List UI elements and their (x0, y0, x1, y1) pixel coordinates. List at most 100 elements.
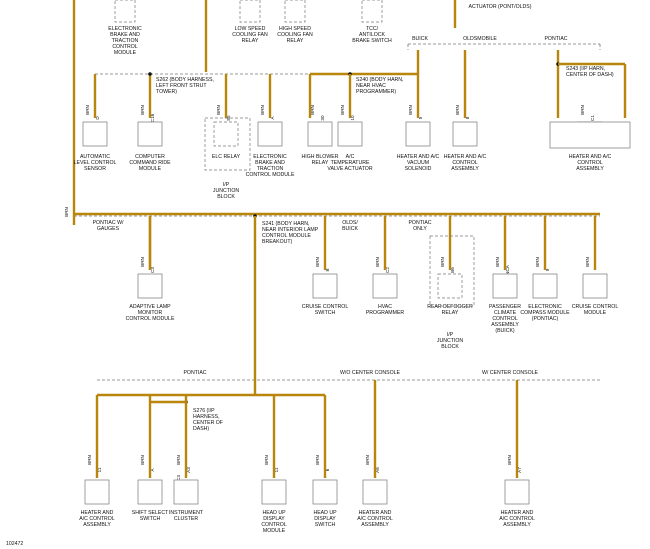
row1-wire-color-0: BRN (85, 105, 90, 115)
s243-label: S243 (I/P HARN,CENTER OF DASH) (566, 66, 614, 78)
row1-pin-0: D (95, 116, 100, 120)
variant-buick-label: BUICK (412, 36, 428, 42)
row1-component-label-2: ELC RELAY (212, 154, 241, 160)
top-component-box-2 (284, 0, 306, 23)
row2-wire-color-4: BRN (495, 257, 500, 267)
row1-component-box-2 (213, 121, 239, 147)
row2-wire-color-0: BRN (140, 257, 145, 267)
row1-component-box-3 (257, 121, 283, 147)
row3-wire-color-4: BRN (315, 455, 320, 465)
row2-pin-5: 9 (545, 268, 550, 271)
row2-component-box-1 (312, 273, 338, 299)
row1-wire-color-5: BRN (340, 105, 345, 115)
top-component-box-3 (361, 0, 383, 23)
row3-terminal-2: C3 (176, 475, 181, 481)
row3-wire-color-2: BRN (176, 455, 181, 465)
top-component-box-0 (114, 0, 136, 23)
row2-component-box-5 (532, 273, 558, 299)
row3-pin-1: A (150, 468, 155, 472)
row1-wire-color-4: BRN (310, 105, 315, 115)
row1-component-box-6 (405, 121, 431, 147)
row2-component-box-2 (372, 273, 398, 299)
bottom-label-pontiac: PONTIAC (183, 370, 206, 376)
row1-pin-6: 5 (418, 116, 423, 119)
row1-wire-color-3: BRN (260, 105, 265, 115)
row2-component-box-6 (582, 273, 608, 299)
row1-component-box-7 (452, 121, 478, 147)
row2-component-box-4 (492, 273, 518, 299)
row1-component-box-1 (137, 121, 163, 147)
row3-component-box-2 (173, 479, 199, 505)
row2-component-box-3 (437, 273, 463, 299)
row3-pin-2: A3 (186, 467, 191, 473)
variant-oldsmobile-label: OLDSMOBILE (463, 36, 497, 42)
row2-pin-2: C2 (385, 267, 390, 273)
row3-component-box-5 (362, 479, 388, 505)
row3-component-box-4 (312, 479, 338, 505)
row3-wire-color-6: BRN (507, 455, 512, 465)
variant-pontiac-label: PONTIAC (544, 36, 567, 42)
row2-pin-3: B6 (450, 267, 455, 273)
actuator-label: ACTUATOR (PONT/OLDS) (469, 4, 532, 10)
row1-pin-3: A (270, 116, 275, 120)
row1-pin-8: C1 (590, 115, 595, 121)
row1-wire-color-7: BRN (455, 105, 460, 115)
doc-id-label: 102472 (6, 541, 23, 547)
row1-component-box-0 (82, 121, 108, 147)
pontiac-hvac-box (549, 121, 631, 149)
row1-pin-2: 85 (226, 115, 231, 121)
row3-pin-4: 6 (325, 468, 330, 471)
row3-pin-0: 11 (97, 467, 102, 472)
row1-pin-5: 10 (350, 115, 355, 121)
row1-pin-7: 8 (465, 116, 470, 119)
row2-wire-color-6: BRN (585, 257, 590, 267)
row1-wire-color-1: BRN (140, 105, 145, 115)
row3-wire-color-3: BRN (264, 455, 269, 465)
row3-component-box-3 (261, 479, 287, 505)
row2-component-box-0 (137, 273, 163, 299)
row3-component-box-0 (84, 479, 110, 505)
mid-label-olds-buick: OLDS/BUICK (342, 220, 358, 232)
row3-pin-5: A6 (375, 467, 380, 473)
wire-color-label-left: BRN (64, 207, 69, 217)
row3-wire-color-0: BRN (87, 455, 92, 465)
row3-wire-color-1: BRN (140, 455, 145, 465)
row2-wire-color-1: BRN (315, 257, 320, 267)
elc-junction-dash (204, 117, 251, 171)
row3-component-box-1 (137, 479, 163, 505)
row1-wire-color-8: BRN (580, 105, 585, 115)
s262-splice-dot (148, 72, 152, 76)
row2-pin-4: NCA (505, 264, 510, 275)
row2-wire-color-2: BRN (375, 257, 380, 267)
row2-pin-0: C3 (150, 267, 155, 273)
top-component-box-1 (239, 0, 261, 23)
row2-pin-1: B (325, 268, 330, 271)
row2-wire-color-5: BRN (535, 257, 540, 267)
row1-component-box-5 (337, 121, 363, 147)
row2-wire-color-3: BRN (440, 257, 445, 267)
